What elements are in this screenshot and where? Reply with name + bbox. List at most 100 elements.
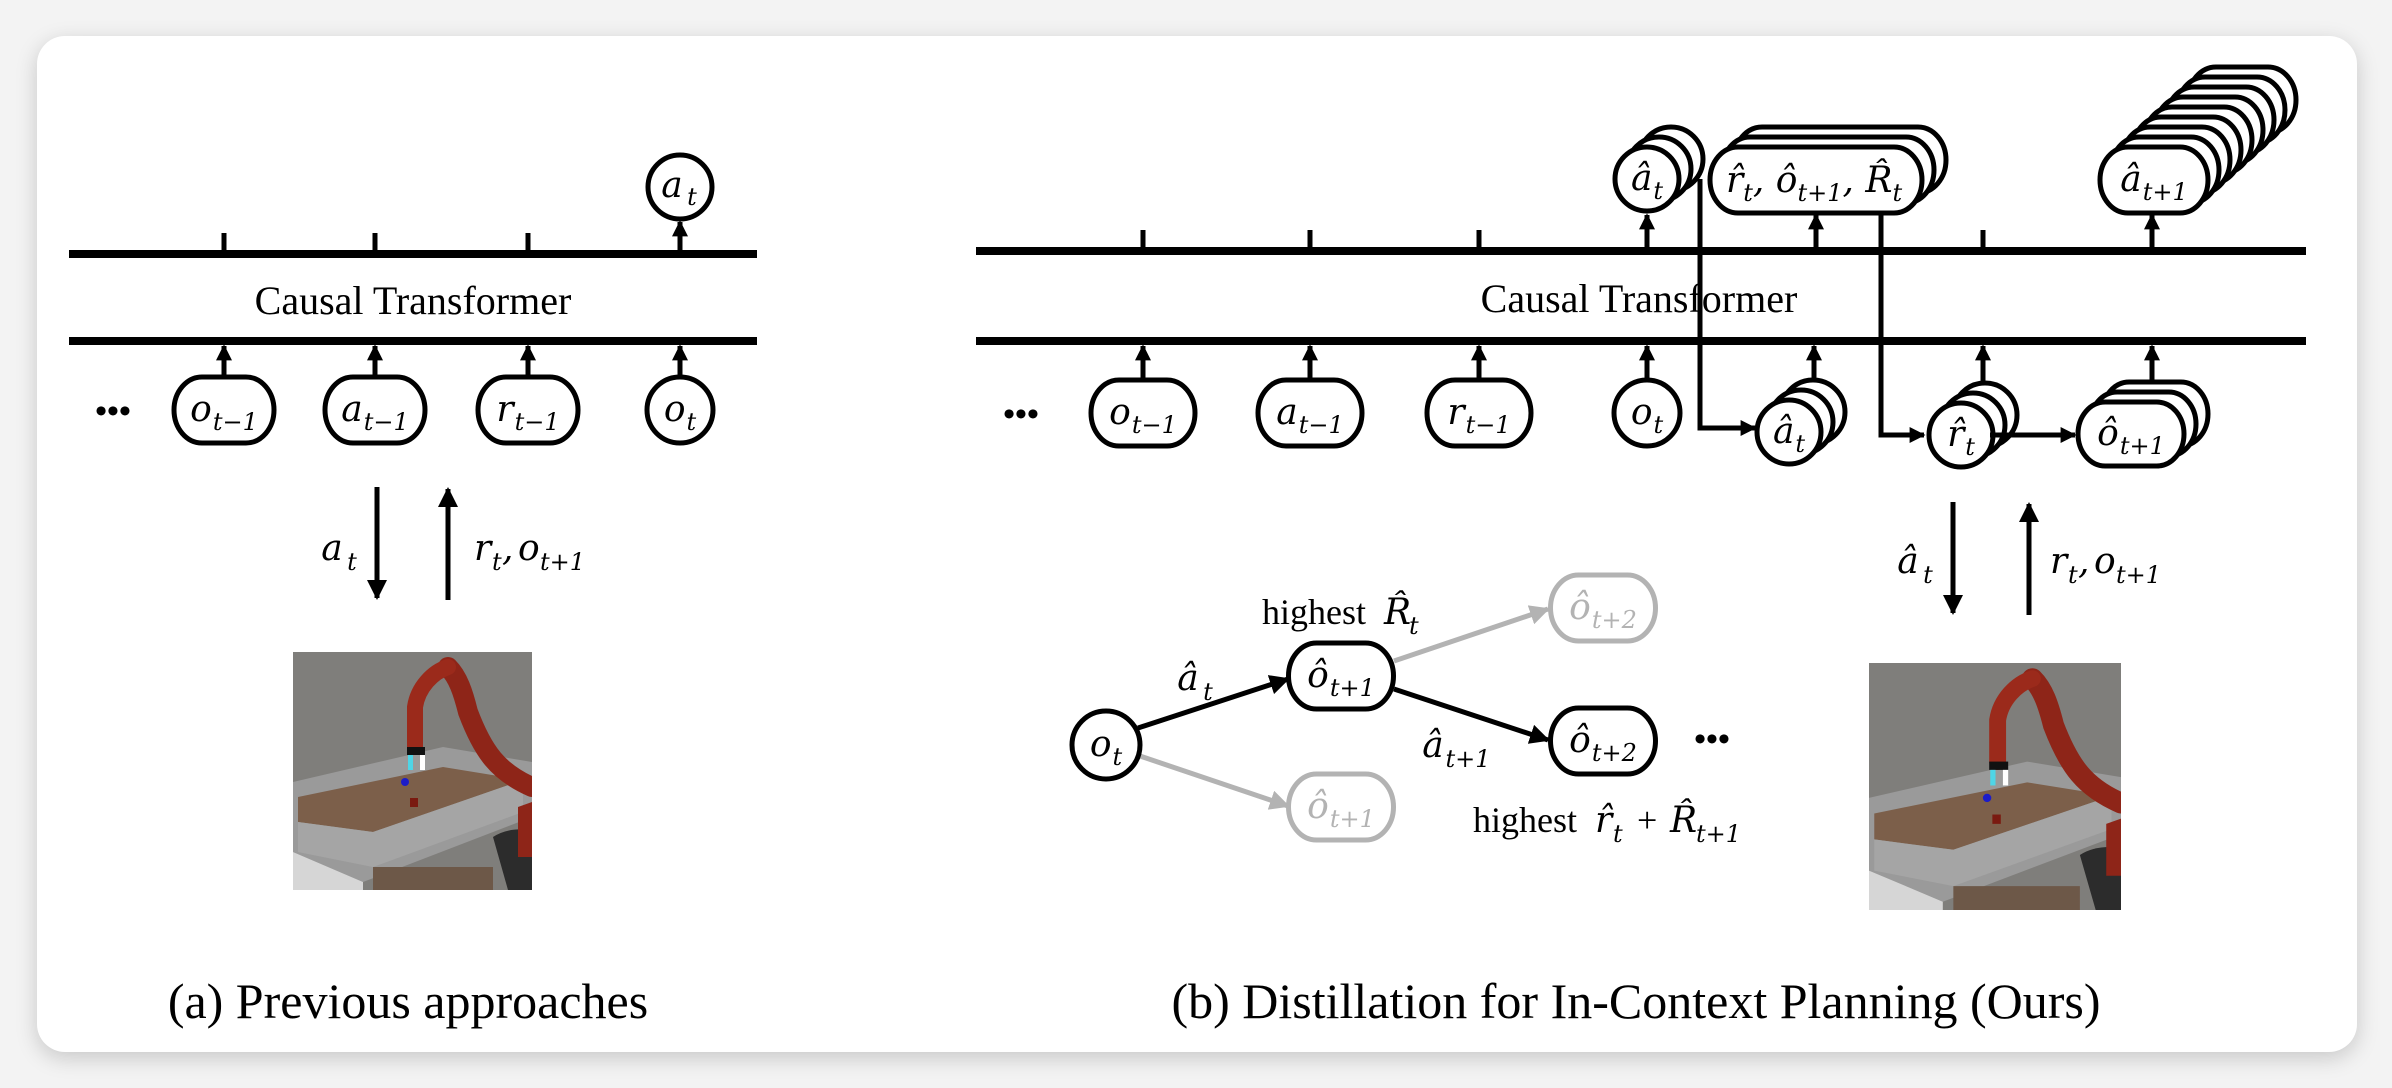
svg-text:highest: highest <box>1473 800 1586 840</box>
svg-text:o: o <box>1109 392 1131 433</box>
transformer-label: Causal Transformer <box>255 278 572 323</box>
tree-edge-rejected <box>1393 605 1550 664</box>
svg-text:ô: ô <box>1307 786 1329 827</box>
svg-text:r̂: r̂ <box>1947 414 1966 455</box>
svg-text:t+2: t+2 <box>1592 739 1637 767</box>
caption-b: (b) Distillation for In-Context Planning… <box>1171 973 2100 1029</box>
svg-text:t: t <box>347 548 357 576</box>
connector-model-rollout <box>1878 213 1926 444</box>
rollout-node-reward-hat: r̂t <box>1926 344 2020 470</box>
svg-text:â: â <box>1773 411 1794 452</box>
tree-ellipsis: ••• <box>1694 721 1730 758</box>
svg-text:t−1: t−1 <box>364 408 409 436</box>
robot-arm <box>2021 668 2121 814</box>
svg-text:r̂: r̂ <box>1595 800 1614 841</box>
svg-text:t: t <box>687 408 697 436</box>
tree-edge-selected <box>1137 675 1290 731</box>
target-object <box>410 798 418 807</box>
svg-text:a: a <box>1276 392 1297 433</box>
tree-edge-label: â t <box>1177 658 1213 706</box>
ellipsis: ••• <box>1003 396 1039 433</box>
env-up-label: r t , o t+1 <box>2050 541 2161 589</box>
tree-edge-selected <box>1393 686 1550 744</box>
svg-text:t: t <box>1203 678 1213 706</box>
env-up-label: r t , o t+1 <box>474 528 585 576</box>
svg-text:t−1: t−1 <box>515 408 560 436</box>
svg-text:t+2: t+2 <box>1592 606 1637 634</box>
svg-text:r: r <box>496 389 515 430</box>
svg-text:a: a <box>341 389 362 430</box>
environment-image <box>1869 663 2121 910</box>
svg-text:ô: ô <box>1569 720 1591 761</box>
transformer-label: Causal Transformer <box>1481 276 1798 321</box>
svg-text:t+1: t+1 <box>2116 561 2161 589</box>
svg-text:+: + <box>1628 800 1666 840</box>
output-node-action: a t <box>645 152 715 222</box>
svg-text:t+1: t+1 <box>1445 745 1490 773</box>
svg-text:t−1: t−1 <box>1132 411 1177 439</box>
svg-text:t+1: t+1 <box>2120 432 2165 460</box>
environment-image <box>293 652 532 890</box>
robot-arm <box>438 657 532 797</box>
svg-text:ô: ô <box>2097 413 2119 454</box>
rollout-token-node: r̂t <box>1926 400 1996 470</box>
svg-text:o: o <box>664 389 686 430</box>
svg-text:t+1: t+1 <box>1330 674 1375 702</box>
tree-edge-rejected <box>1139 753 1290 810</box>
svg-text:t: t <box>1965 433 1975 461</box>
svg-text:t+1: t+1 <box>2143 178 2188 206</box>
node-label: r̂t <box>1947 414 1975 461</box>
svg-text:,: , <box>502 528 513 569</box>
env-down-label: a t <box>321 528 357 576</box>
svg-text:â: â <box>1631 158 1652 199</box>
svg-text:t−1: t−1 <box>1466 411 1511 439</box>
svg-text:R̂: R̂ <box>1383 590 1411 633</box>
svg-text:R̂: R̂ <box>1669 798 1697 841</box>
svg-text:t: t <box>1113 743 1123 771</box>
svg-text:t: t <box>2068 561 2078 589</box>
ellipsis: ••• <box>95 393 131 430</box>
svg-text:o: o <box>2094 541 2116 582</box>
svg-text:ô: ô <box>1569 587 1591 628</box>
target-object <box>1992 814 2001 824</box>
svg-text:â: â <box>1897 541 1918 582</box>
svg-text:r: r <box>1447 392 1466 433</box>
svg-text:ô: ô <box>1307 655 1329 696</box>
goal-marker <box>1982 793 1992 803</box>
goal-marker <box>401 778 409 786</box>
model-output-label: r̂t​, ôt+1​, R̂t​ <box>1726 158 1902 207</box>
svg-text:t: t <box>1409 612 1419 640</box>
svg-text:,: , <box>2078 541 2089 582</box>
svg-text:t+1: t+1 <box>1330 805 1375 833</box>
output-node-model-prediction: r̂t​, ôt+1​, R̂t​ <box>1707 124 1949 216</box>
tree-edge-label: â t+1 <box>1422 725 1490 773</box>
annotation-highest-reward-plus-return: highest r̂ t + R̂ t+1 <box>1473 798 1741 848</box>
svg-text:t−1: t−1 <box>213 408 258 436</box>
svg-text:t: t <box>1654 411 1664 439</box>
caption-a: (a) Previous approaches <box>168 973 648 1029</box>
